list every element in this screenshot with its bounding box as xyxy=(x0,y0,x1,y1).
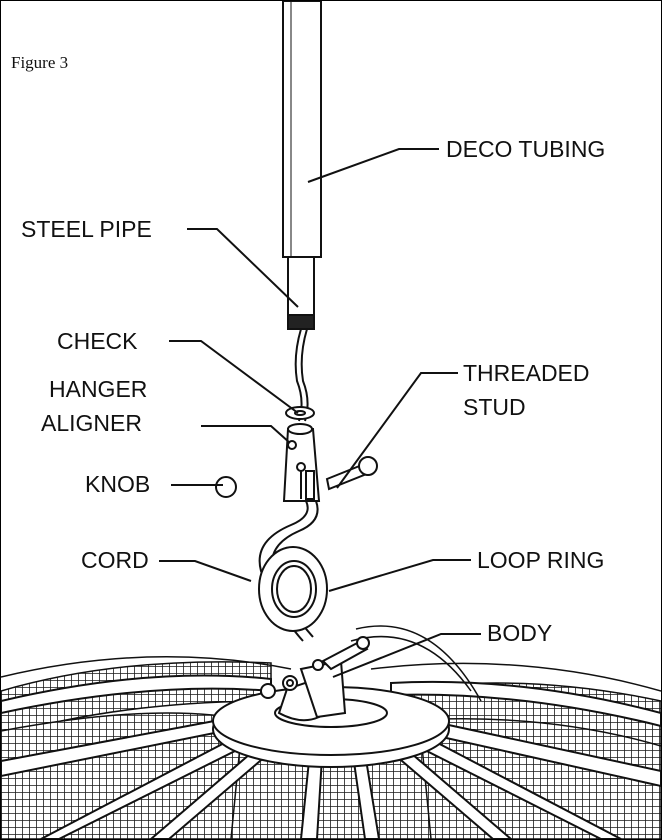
loop-ring xyxy=(258,546,328,632)
label-steel-pipe: STEEL PIPE xyxy=(21,216,152,242)
label-threaded: THREADED xyxy=(463,360,590,386)
figure-title: Figure 3 xyxy=(11,53,69,72)
label-body: BODY xyxy=(487,620,553,646)
body-hub xyxy=(260,636,370,722)
leader-lines xyxy=(159,148,481,678)
label-stud: STUD xyxy=(463,394,526,420)
check-washer xyxy=(285,406,315,420)
label-hanger: HANGER xyxy=(49,376,148,402)
label-loop-ring: LOOP RING xyxy=(477,547,605,573)
threaded-stud xyxy=(325,456,378,491)
label-knob: KNOB xyxy=(85,471,151,497)
label-check: CHECK xyxy=(57,328,138,354)
steel-pipe xyxy=(287,256,315,330)
label-aligner: ALIGNER xyxy=(41,410,142,436)
label-deco-tubing: DECO TUBING xyxy=(446,136,606,162)
knob xyxy=(215,476,237,498)
label-cord: CORD xyxy=(81,547,149,573)
hanger-aligner xyxy=(282,423,321,502)
deco-tubing xyxy=(282,1,322,258)
